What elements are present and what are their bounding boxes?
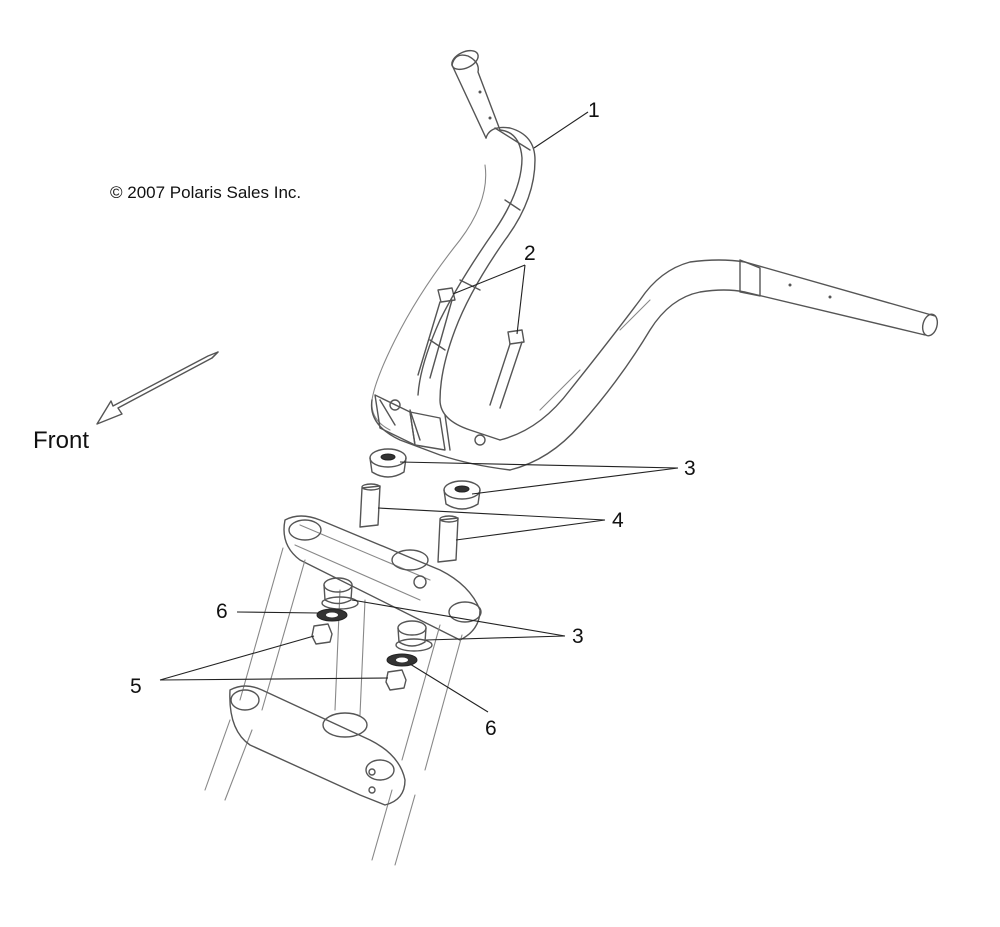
callout-6-left: 6	[216, 600, 228, 623]
lower-hardware	[311, 577, 433, 691]
callout-3-upper: 3	[684, 457, 696, 480]
callout-2: 2	[524, 242, 536, 265]
front-direction-arrow	[96, 351, 219, 425]
callout-leaders	[159, 111, 679, 713]
upper-bushings	[369, 448, 481, 510]
callout-3-lower: 3	[572, 625, 584, 648]
callout-5: 5	[130, 675, 142, 698]
front-label: Front	[33, 427, 89, 454]
spacer-tubes	[359, 483, 459, 563]
callout-1: 1	[588, 99, 600, 122]
handlebar	[370, 49, 939, 471]
triple-clamp-assembly	[204, 515, 482, 866]
callout-4: 4	[612, 509, 624, 532]
copyright-text: © 2007 Polaris Sales Inc.	[110, 183, 301, 202]
callout-6-right: 6	[485, 717, 497, 740]
handlebar-bolts	[417, 287, 525, 409]
